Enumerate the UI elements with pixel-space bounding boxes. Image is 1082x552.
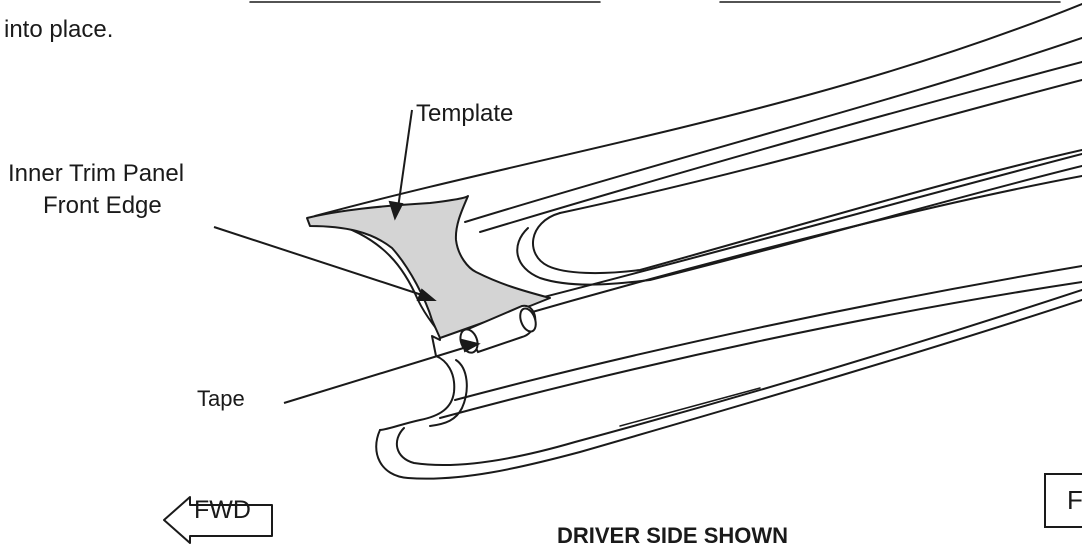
inner-trim-leader: [213, 226, 426, 297]
fwd-arrow: [163, 496, 273, 544]
upper-channel-loop: [532, 149, 1082, 275]
panel-upper-line: [464, 37, 1082, 223]
upper-channel-outer: [479, 61, 1082, 233]
tape-callout: Tape: [197, 386, 245, 411]
cut-off-box: [1044, 473, 1082, 528]
tape-leader: [283, 345, 471, 404]
tape-arrowhead: [460, 338, 481, 353]
cut-off-box-label: F: [1067, 485, 1082, 515]
inner-trim-callout-line2: Front Edge: [43, 192, 162, 219]
upper-channel-top: [559, 79, 1082, 214]
template-leader: [397, 109, 413, 209]
lower-channel-top: [454, 265, 1082, 401]
lower-channel-top-2: [439, 281, 1082, 419]
template-callout: Template: [416, 100, 514, 127]
diagram-caption: DRIVER SIDE SHOWN: [557, 523, 789, 548]
panel-mid-line-2: [469, 175, 1082, 331]
inner-trim-callout-line1: Inner Trim Panel: [8, 160, 185, 187]
template-arrowhead: [388, 200, 404, 221]
front-edge-outer: [329, 221, 456, 431]
inner-trim-arrowhead: [416, 288, 437, 301]
lower-channel-loop-outer: [375, 299, 1082, 480]
instruction-fragment: into place.: [4, 16, 114, 43]
fwd-label: FWD: [194, 496, 251, 524]
lower-channel-loop-inner: [395, 289, 1082, 466]
panel-top-edge: [314, 3, 1082, 217]
lower-detail-line: [619, 387, 761, 427]
front-edge-inner: [429, 359, 468, 427]
panel-mid-line: [539, 153, 1082, 299]
template-shape: [306, 195, 551, 339]
